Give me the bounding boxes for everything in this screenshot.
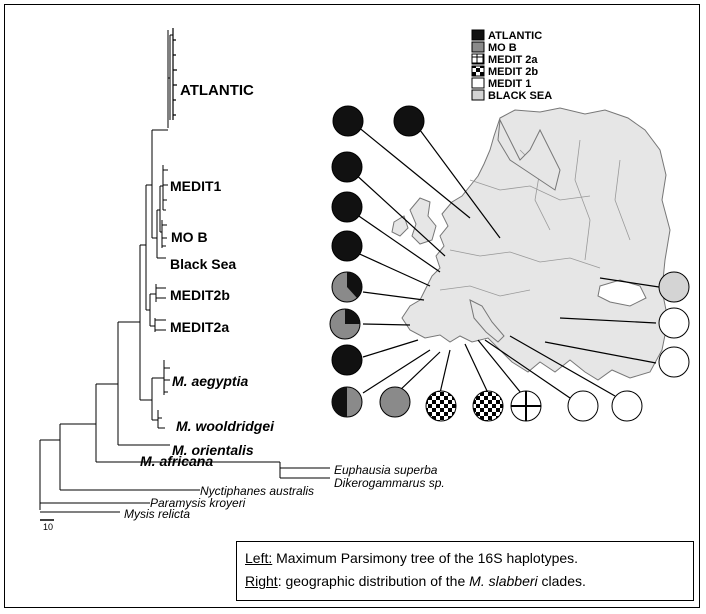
pie-medit2a-1 <box>510 390 542 422</box>
pie-medit2b-2 <box>472 390 504 422</box>
label-mob: MO B <box>171 229 208 245</box>
pie-mob-atlantic-3 <box>331 386 363 418</box>
label-m-africana: M. africana <box>140 453 213 469</box>
legend-label-atlantic: ATLANTIC <box>488 30 542 42</box>
legend-swatch-atlantic <box>471 29 485 41</box>
scandinavia <box>497 118 561 191</box>
caption-left-label: Left: <box>245 550 273 566</box>
pie-mob-1 <box>379 386 411 418</box>
pie-atlantic-6 <box>331 344 363 376</box>
pie-medit2b-1 <box>425 390 457 422</box>
pie-mob-atlantic-2 <box>329 308 361 340</box>
caption-line-right: Right: geographic distribution of the M.… <box>245 570 685 593</box>
connector-lines <box>352 125 660 399</box>
legend-swatch-mob <box>471 41 485 53</box>
legend-swatch-medit2a <box>471 53 485 65</box>
legend-label-blacksea: BLACK SEA <box>488 90 552 102</box>
legend: ATLANTIC MO B MEDIT 2a MEDIT 2b MEDIT 1 … <box>471 29 552 102</box>
label-atlantic: ATLANTIC <box>180 82 254 99</box>
figure-caption: Left: Maximum Parsimony tree of the 16S … <box>236 541 694 601</box>
label-medit2b: MEDIT2b <box>170 287 230 303</box>
british-isles <box>409 197 437 245</box>
pie-blacksea-1 <box>658 271 690 303</box>
label-euphausia: Euphausia superba <box>334 463 438 477</box>
pie-atlantic-3 <box>331 151 363 183</box>
legend-swatch-blacksea <box>471 89 485 101</box>
label-paramysis: Paramysis kroyeri <box>150 496 246 510</box>
pie-atlantic-mob-1 <box>331 271 363 303</box>
label-blacksea: Black Sea <box>170 256 236 272</box>
pie-medit1-2 <box>611 390 643 422</box>
legend-label-medit2b: MEDIT 2b <box>488 66 538 78</box>
caption-right-text-before: : geographic distribution of the <box>277 573 470 589</box>
pie-medit1-3 <box>658 346 690 378</box>
legend-label-medit2a: MEDIT 2a <box>488 54 538 66</box>
country-borders <box>439 139 631 297</box>
pie-atlantic-2 <box>393 105 425 137</box>
label-m-wooldridgei: M. wooldridgei <box>176 418 275 434</box>
legend-swatch-medit2b <box>471 65 485 77</box>
phylogenetic-tree <box>39 28 330 521</box>
label-medit2a: MEDIT2a <box>170 319 229 335</box>
label-dikerogammarus: Dikerogammarus sp. <box>334 476 445 490</box>
label-medit1: MEDIT1 <box>170 178 222 194</box>
figure-frame <box>4 4 700 608</box>
label-m-aegyptia: M. aegyptia <box>172 373 248 389</box>
pie-medit1-1 <box>567 390 599 422</box>
italy <box>469 299 505 343</box>
label-m-orientalis: M. orientalis <box>172 442 254 458</box>
pie-medit1-4 <box>658 307 690 339</box>
legend-swatch-medit1 <box>471 77 485 89</box>
scale-bar-label: 10 <box>43 522 53 532</box>
caption-line-left: Left: Maximum Parsimony tree of the 16S … <box>245 547 685 570</box>
legend-label-mob: MO B <box>488 42 517 54</box>
pie-atlantic-5 <box>331 230 363 262</box>
pie-atlantic-4 <box>331 191 363 223</box>
tree-labels: ATLANTIC MEDIT1 MO B Black Sea MEDIT2b M… <box>43 82 445 532</box>
label-nyctiphanes: Nyctiphanes australis <box>200 484 314 498</box>
caption-species: M. slabberi <box>469 573 538 589</box>
caption-left-text: Maximum Parsimony tree of the 16S haplot… <box>272 550 579 566</box>
caption-right-text-after: clades. <box>537 573 586 589</box>
distribution-pies <box>329 105 690 422</box>
legend-label-medit1: MEDIT 1 <box>488 78 531 90</box>
label-mysis: Mysis relicta <box>124 507 190 521</box>
pie-atlantic-1 <box>332 105 364 137</box>
europe-map <box>326 107 672 430</box>
caption-right-label: Right <box>245 573 278 589</box>
